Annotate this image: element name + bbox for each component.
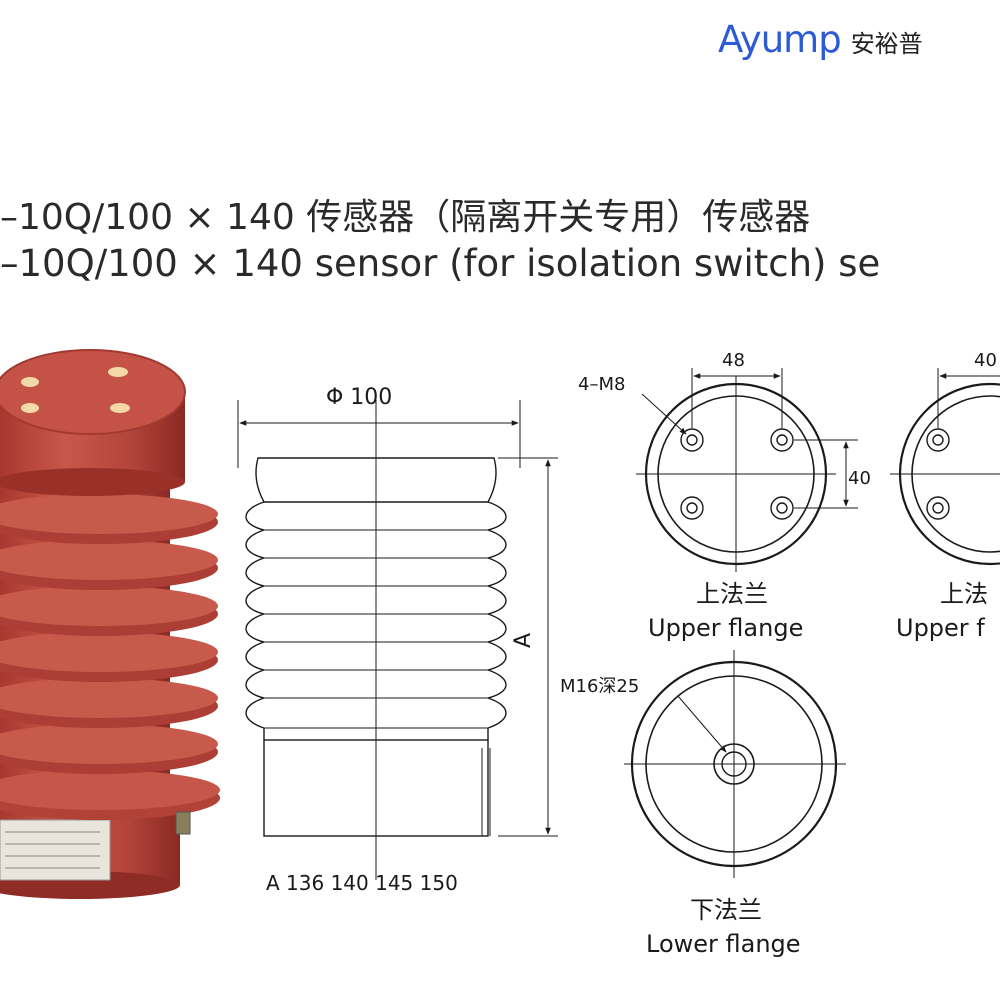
insulator-sheds [0, 494, 220, 820]
upper-flange-label-cn: 上法兰 [696, 580, 768, 608]
lower-hole-spec-label: M16深25 [560, 676, 639, 697]
title-english: –10Q/100 × 140 sensor (for isolation swi… [0, 242, 881, 285]
height-label: A [511, 633, 536, 648]
brand-name-en: Ayump [718, 18, 842, 61]
width-dim-label: 48 [722, 350, 745, 371]
side-elevation-drawing [237, 400, 558, 880]
upper-flange-diagram-2 [890, 368, 1000, 566]
insert-hole [108, 367, 128, 377]
brand-name-cn: 安裕普 [850, 30, 923, 58]
upper-flange-diagram [636, 368, 858, 572]
insert-hole [21, 403, 39, 413]
lower-flange-diagram [624, 650, 846, 878]
lower-flange-label-en: Lower flange [646, 930, 801, 958]
nameplate [0, 819, 111, 881]
insulator-top-face [0, 349, 186, 435]
upper-flange-2-label-en: Upper f [896, 614, 985, 642]
insert-hole [110, 403, 130, 413]
diameter-label: Φ 100 [326, 385, 392, 410]
title-chinese: –10Q/100 × 140 传感器（隔离开关专用）传感器 [0, 197, 811, 238]
width-dim-label-2: 40 [974, 350, 997, 371]
lower-flange-label-cn: 下法兰 [690, 896, 762, 924]
grounding-bolt [175, 811, 191, 835]
brand-logo: Ayump 安裕普 [718, 18, 923, 61]
insert-hole [21, 377, 39, 387]
hole-spec-label: 4–M8 [578, 374, 625, 395]
a-values-label: A 136 140 145 150 [266, 871, 458, 895]
upper-flange-label-en: Upper flange [648, 614, 803, 642]
insulator-photo [0, 349, 220, 899]
upper-flange-2-label-cn: 上法 [940, 580, 988, 608]
height-dim-label: 40 [848, 468, 871, 489]
